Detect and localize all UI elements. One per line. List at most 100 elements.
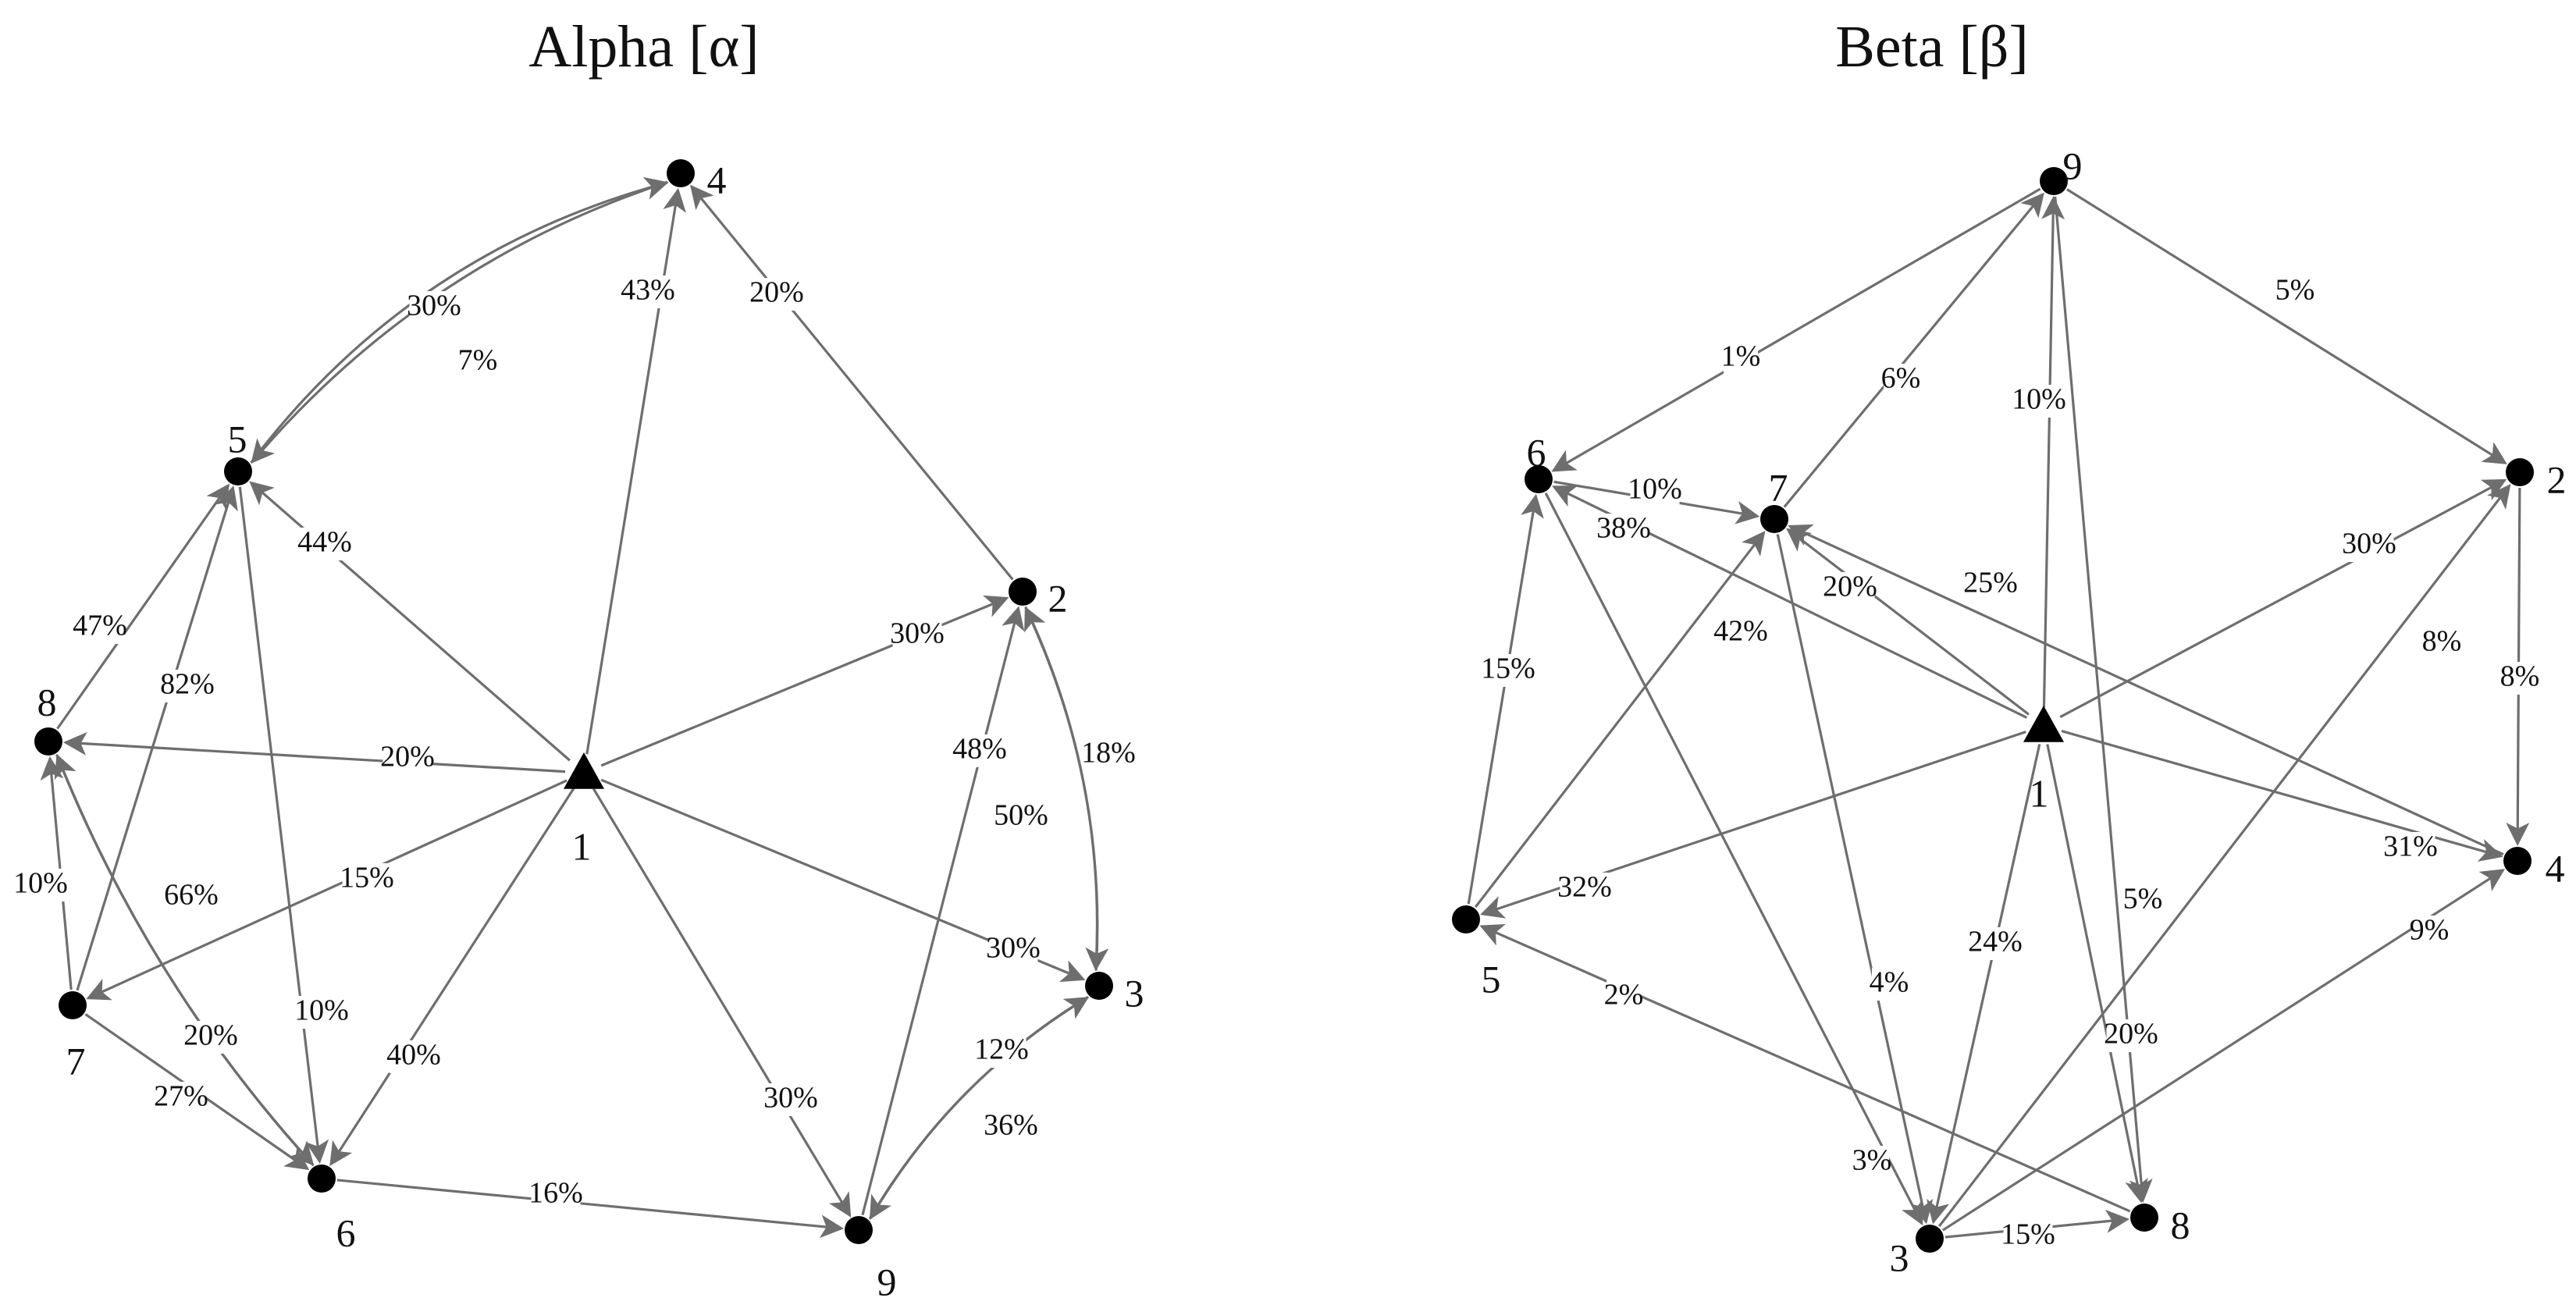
edge-label-1-to-2: 30% (2342, 528, 2396, 560)
node-6-label: 6 (1527, 430, 1546, 474)
edge-label-9-to-2: 48% (952, 733, 1007, 766)
edge-1-to-6 (329, 788, 575, 1167)
edge-9-to-2 (861, 606, 1025, 1216)
edge-7-to-5 (76, 485, 238, 991)
edge-label-3-to-2: 50% (994, 799, 1048, 832)
edge-8-to-5 (56, 483, 230, 730)
edge-label-7-to-3: 4% (1870, 966, 1909, 999)
edge-label-background (1884, 364, 1918, 396)
beta-graph-title: Beta [β] (1835, 14, 2029, 80)
edge-5-to-6 (1467, 493, 1544, 905)
edge-8-to-5 (1479, 923, 2131, 1213)
edge-label-6-to-9: 16% (528, 1177, 583, 1210)
edge-label-background (156, 1082, 206, 1115)
beta-graph-panel: Beta [β] 1%6%10%5%5%10%38%20%25%42%15%30… (1288, 0, 2576, 1305)
edge-label-3-to-4: 9% (2410, 914, 2450, 947)
node-3 (1916, 1225, 1944, 1253)
edge-1-to-2 (2059, 478, 2507, 719)
edge-label-1-to-2: 30% (890, 617, 945, 650)
edge-label-4-to-5: 7% (458, 344, 498, 377)
edge-label-8-to-5: 2% (1604, 979, 1644, 1012)
edge-label-background (300, 528, 350, 560)
edge-label-background (297, 996, 347, 1029)
edge-label-5-to-4: 30% (407, 290, 461, 322)
edge-label-3-to-2: 8% (2422, 625, 2462, 658)
edge-label-2-to-4: 20% (749, 276, 804, 309)
edge-1-to-7 (86, 779, 568, 1001)
node-1-triangle (2023, 706, 2064, 742)
node-4 (667, 159, 695, 187)
alpha-graph-panel: Alpha [α] 43%44%30%20%15%30%40%30%20%30%… (13, 14, 1144, 1303)
edge-label-background (1560, 873, 1610, 905)
edge-label-1-to-5: 32% (1557, 871, 1612, 904)
edge-2-to-4 (690, 184, 1014, 581)
node-8 (2130, 1204, 2158, 1232)
node-6-label: 6 (336, 1211, 356, 1254)
edge-label-background (623, 276, 673, 308)
edge-1-to-2 (600, 595, 1009, 767)
edge-label-background (986, 1111, 1036, 1143)
node-8-label: 8 (2171, 1203, 2190, 1246)
edge-label-background (2126, 884, 2160, 917)
node-1-label: 1 (572, 824, 592, 868)
edge-label-background (186, 1021, 236, 1054)
node-1-triangle (564, 752, 604, 789)
node-7-label: 7 (66, 1039, 86, 1083)
edge-label-6-to-3: 3% (1852, 1144, 1892, 1177)
edge-label-1-to-9: 10% (2012, 383, 2066, 416)
node-5-label: 5 (1482, 957, 1501, 1001)
node-4 (2503, 847, 2532, 875)
edge-label-background (16, 869, 66, 901)
edge-label-2-to-3: 18% (1081, 737, 1136, 770)
edge-label-7-to-6: 27% (154, 1080, 208, 1113)
node-6 (308, 1165, 336, 1193)
node-7 (59, 991, 87, 1019)
edge-label-1-to-3: 30% (986, 932, 1041, 965)
edge-label-layer: 1%6%10%5%5%10%38%20%25%42%15%30%8%8%31%9… (1481, 274, 2539, 1253)
alpha-network-diagram: 43%44%30%20%15%30%40%30%20%30%7%47%82%10… (13, 158, 1144, 1303)
edge-5-to-4 (250, 176, 669, 464)
edge-1-to-9 (2041, 195, 2065, 708)
edge-label-background (2425, 627, 2459, 660)
edge-label-1-to-9: 30% (763, 1082, 818, 1115)
edge-label-background (1606, 980, 1641, 1013)
edge-1-to-8 (62, 731, 566, 773)
edge-label-background (977, 1035, 1026, 1068)
edge-7-to-3 (1776, 534, 1934, 1225)
node-2-label: 2 (1048, 576, 1068, 620)
edge-label-background (1630, 475, 1680, 507)
edge-label-1-to-8: 20% (380, 741, 435, 773)
edge-label-5-to-6: 10% (294, 994, 349, 1027)
edge-label-background (752, 278, 802, 311)
edge-label-background (1483, 654, 1533, 687)
edge-label-1-to-3: 24% (1968, 926, 2023, 958)
edge-5-to-6 (238, 486, 329, 1165)
edge-label-background (1872, 968, 1906, 1001)
node-3-label: 3 (1890, 1236, 1909, 1279)
node-6 (1525, 465, 1553, 493)
edge-label-8-to-6: 20% (183, 1019, 238, 1052)
node-1-label: 1 (2030, 771, 2049, 815)
edge-label-background (2386, 832, 2435, 865)
edge-5-to-7 (1474, 531, 1766, 909)
node-4-label: 4 (2546, 846, 2565, 890)
edge-label-background (2503, 662, 2537, 695)
edge-label-background (892, 619, 942, 652)
node-2 (1009, 578, 1037, 606)
edge-label-4-to-7: 25% (1963, 567, 2018, 599)
edge-label-background (2003, 1220, 2053, 1253)
edge-label-background (531, 1179, 581, 1211)
edge-label-9-to-8: 5% (2123, 883, 2163, 916)
edge-label-6-to-8: 66% (164, 879, 219, 912)
node-2 (2506, 458, 2534, 486)
edge-7-to-9 (1783, 192, 2044, 508)
node-5-label: 5 (228, 417, 247, 460)
edge-label-background (342, 863, 392, 896)
edge-label-6-to-7: 10% (1628, 473, 1682, 506)
node-4-label: 4 (707, 158, 727, 201)
node-7 (1760, 505, 1788, 533)
edge-label-1-to-4: 31% (2383, 830, 2438, 863)
edge-label-9-to-3: 12% (974, 1033, 1029, 1066)
edge-label-9-to-6: 1% (1721, 340, 1761, 373)
